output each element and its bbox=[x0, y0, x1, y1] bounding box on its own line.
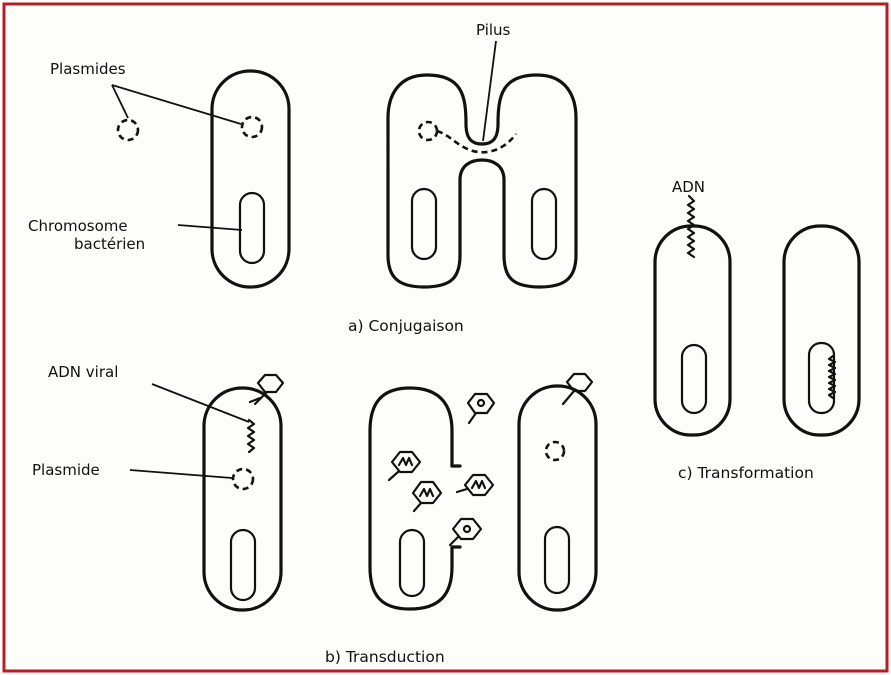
label-pilus: Pilus bbox=[476, 21, 511, 39]
phage-tail-recipient bbox=[563, 391, 574, 404]
chromosome-left-cell bbox=[412, 189, 436, 259]
infected-bacterium bbox=[204, 388, 281, 610]
plasmid-recipient bbox=[546, 442, 564, 460]
recipient-cell-uptake bbox=[655, 226, 730, 435]
phage-particle-5 bbox=[450, 519, 481, 545]
label-plasmides: Plasmides bbox=[50, 60, 126, 78]
pointer-plasmides-cell bbox=[112, 85, 241, 124]
chromosome-lysed-cell bbox=[400, 530, 424, 596]
label-chromosome-line1: Chromosome bbox=[28, 217, 128, 235]
caption-conjugaison: a) Conjugaison bbox=[348, 317, 464, 335]
phage-particle-1 bbox=[468, 394, 494, 423]
chromosome-infected-cell bbox=[231, 530, 255, 600]
transduction-panel bbox=[130, 374, 596, 610]
label-chromosome-line2: bactérien bbox=[74, 235, 145, 253]
bacterial-chromosome bbox=[240, 193, 264, 263]
pointer-chromosome bbox=[178, 225, 242, 230]
conjugation-panel bbox=[112, 41, 576, 287]
chromosome-recipient bbox=[545, 527, 569, 593]
transformed-cell bbox=[784, 226, 859, 435]
label-adn-viral: ADN viral bbox=[48, 363, 118, 381]
phage-particle-2 bbox=[389, 452, 420, 480]
phage-head bbox=[258, 375, 283, 392]
bacterium-cell bbox=[212, 71, 289, 287]
caption-transduction: b) Transduction bbox=[325, 648, 445, 666]
chromosome-right-cell bbox=[532, 189, 556, 259]
caption-transformation: c) Transformation bbox=[678, 464, 814, 482]
pointer-plasmide bbox=[130, 470, 232, 478]
free-plasmid bbox=[118, 120, 138, 140]
lysed-bacterium bbox=[370, 388, 452, 609]
pointer-pilus bbox=[483, 41, 496, 141]
phage-head-recipient bbox=[567, 374, 592, 391]
label-plasmide: Plasmide bbox=[32, 461, 100, 479]
phage-particle-3 bbox=[413, 482, 441, 511]
plasmid-infected-cell bbox=[233, 469, 253, 489]
transferred-plasmid bbox=[419, 122, 437, 140]
recipient-bacterium bbox=[519, 386, 596, 610]
pilus-bridge bbox=[437, 131, 516, 152]
transformation-panel bbox=[655, 196, 859, 435]
phage-particle-4 bbox=[457, 475, 493, 495]
chromosome-uptake-cell bbox=[682, 345, 706, 413]
label-adn: ADN bbox=[672, 178, 705, 196]
plasmid-in-cell bbox=[242, 117, 262, 137]
figure-frame bbox=[4, 4, 887, 671]
viral-dna bbox=[248, 420, 254, 452]
